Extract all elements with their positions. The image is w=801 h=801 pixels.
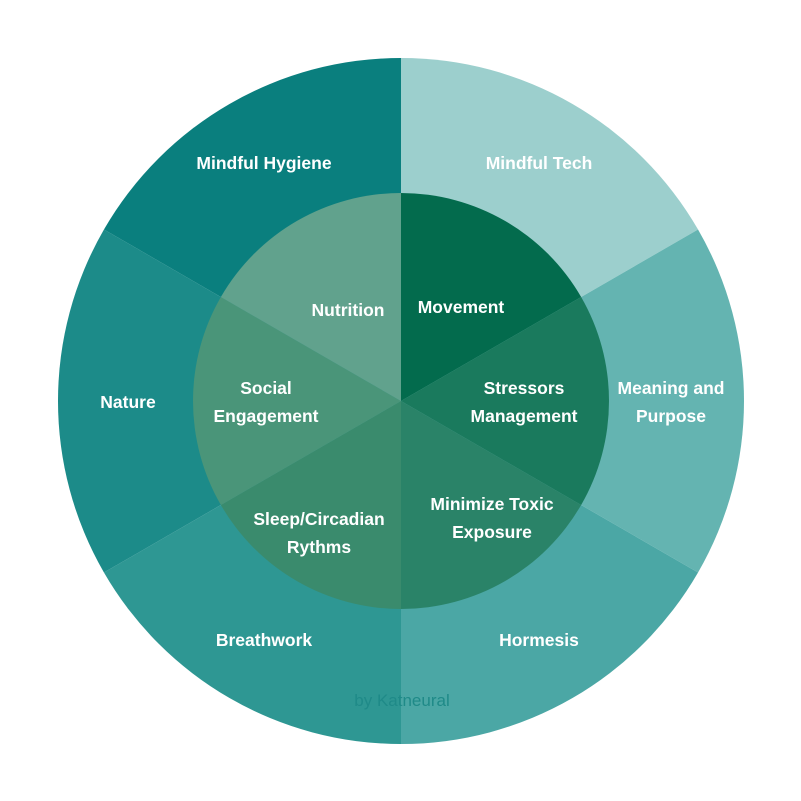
outer-label-line: Meaning and (618, 378, 725, 398)
outer-label-line: Hormesis (499, 630, 579, 650)
outer-label-hormesis: Hormesis (499, 630, 579, 650)
inner-label-line: Movement (418, 297, 505, 317)
outer-label-line: Nature (100, 392, 156, 412)
inner-segment-movement (401, 193, 582, 401)
inner-segment-minimize-toxic-exposure (401, 401, 582, 609)
outer-label-mindful-hygiene: Mindful Hygiene (196, 153, 331, 173)
inner-label-line: Stressors (484, 378, 565, 398)
outer-label-nature: Nature (100, 392, 156, 412)
outer-label-breathwork: Breathwork (216, 630, 313, 650)
outer-label-line: Purpose (636, 406, 706, 426)
inner-label-movement: Movement (418, 297, 505, 317)
inner-label-line: Exposure (452, 522, 532, 542)
outer-label-line: Mindful Tech (486, 153, 593, 173)
outer-label-line: Breathwork (216, 630, 313, 650)
inner-label-line: Minimize Toxic (430, 494, 553, 514)
inner-segment-sleep-circadian-rythms (220, 401, 401, 609)
inner-label-line: Engagement (213, 406, 318, 426)
inner-label-line: Social (240, 378, 292, 398)
inner-segment-social-engagement (193, 297, 401, 505)
credit-text: by Katneural (354, 691, 449, 710)
inner-segment-stressors-management (401, 297, 609, 505)
inner-label-line: Rythms (287, 537, 351, 557)
inner-segment-nutrition (220, 193, 401, 401)
inner-label-line: Sleep/Circadian (253, 509, 384, 529)
inner-label-nutrition: Nutrition (312, 300, 385, 320)
outer-label-mindful-tech: Mindful Tech (486, 153, 593, 173)
inner-label-line: Nutrition (312, 300, 385, 320)
outer-label-line: Mindful Hygiene (196, 153, 331, 173)
inner-label-line: Management (471, 406, 578, 426)
